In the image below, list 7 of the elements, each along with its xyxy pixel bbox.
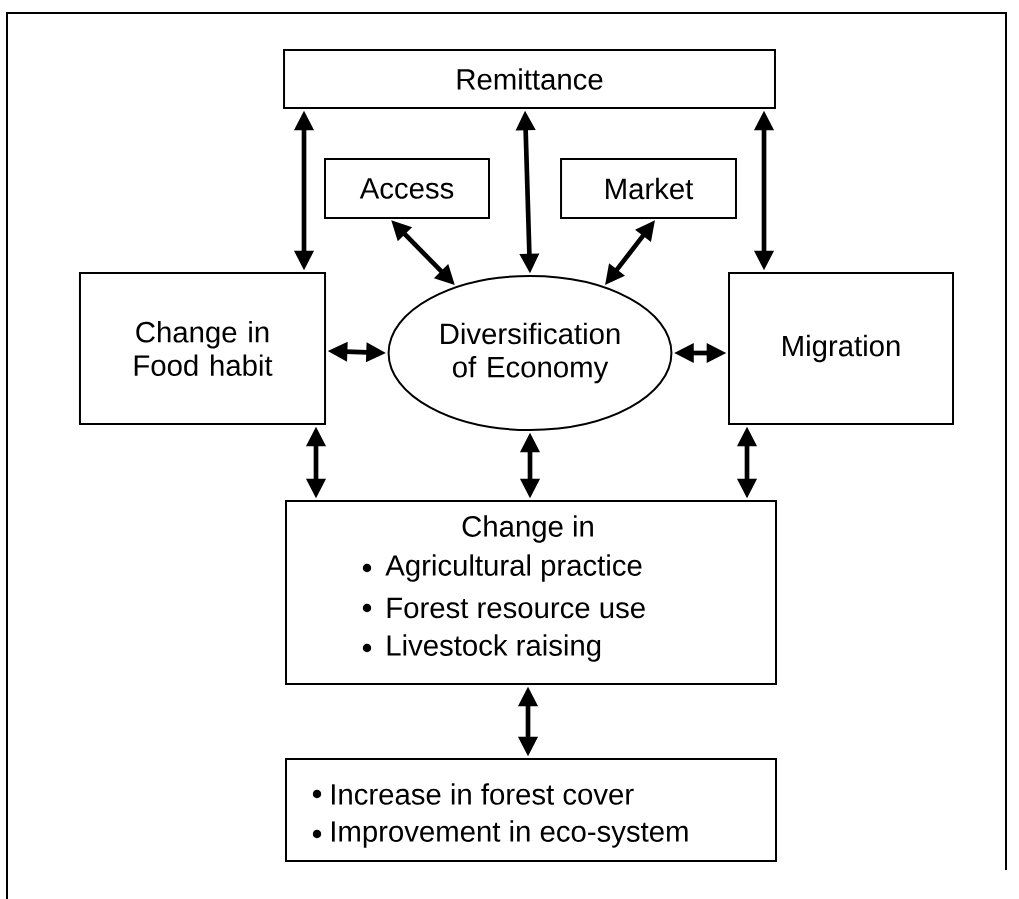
process-box: Access <box>324 158 490 219</box>
process-box: Change in Food habit <box>78 272 327 425</box>
process-box: Remittance <box>283 49 776 109</box>
process-box: Market <box>560 158 737 219</box>
process-box: Change in Agricultural practice Forest resource use Livestock raising <box>285 500 777 685</box>
process-box: Migration <box>728 272 954 425</box>
process-box: Increase in forest cover Improvement in eco-system <box>285 758 777 862</box>
